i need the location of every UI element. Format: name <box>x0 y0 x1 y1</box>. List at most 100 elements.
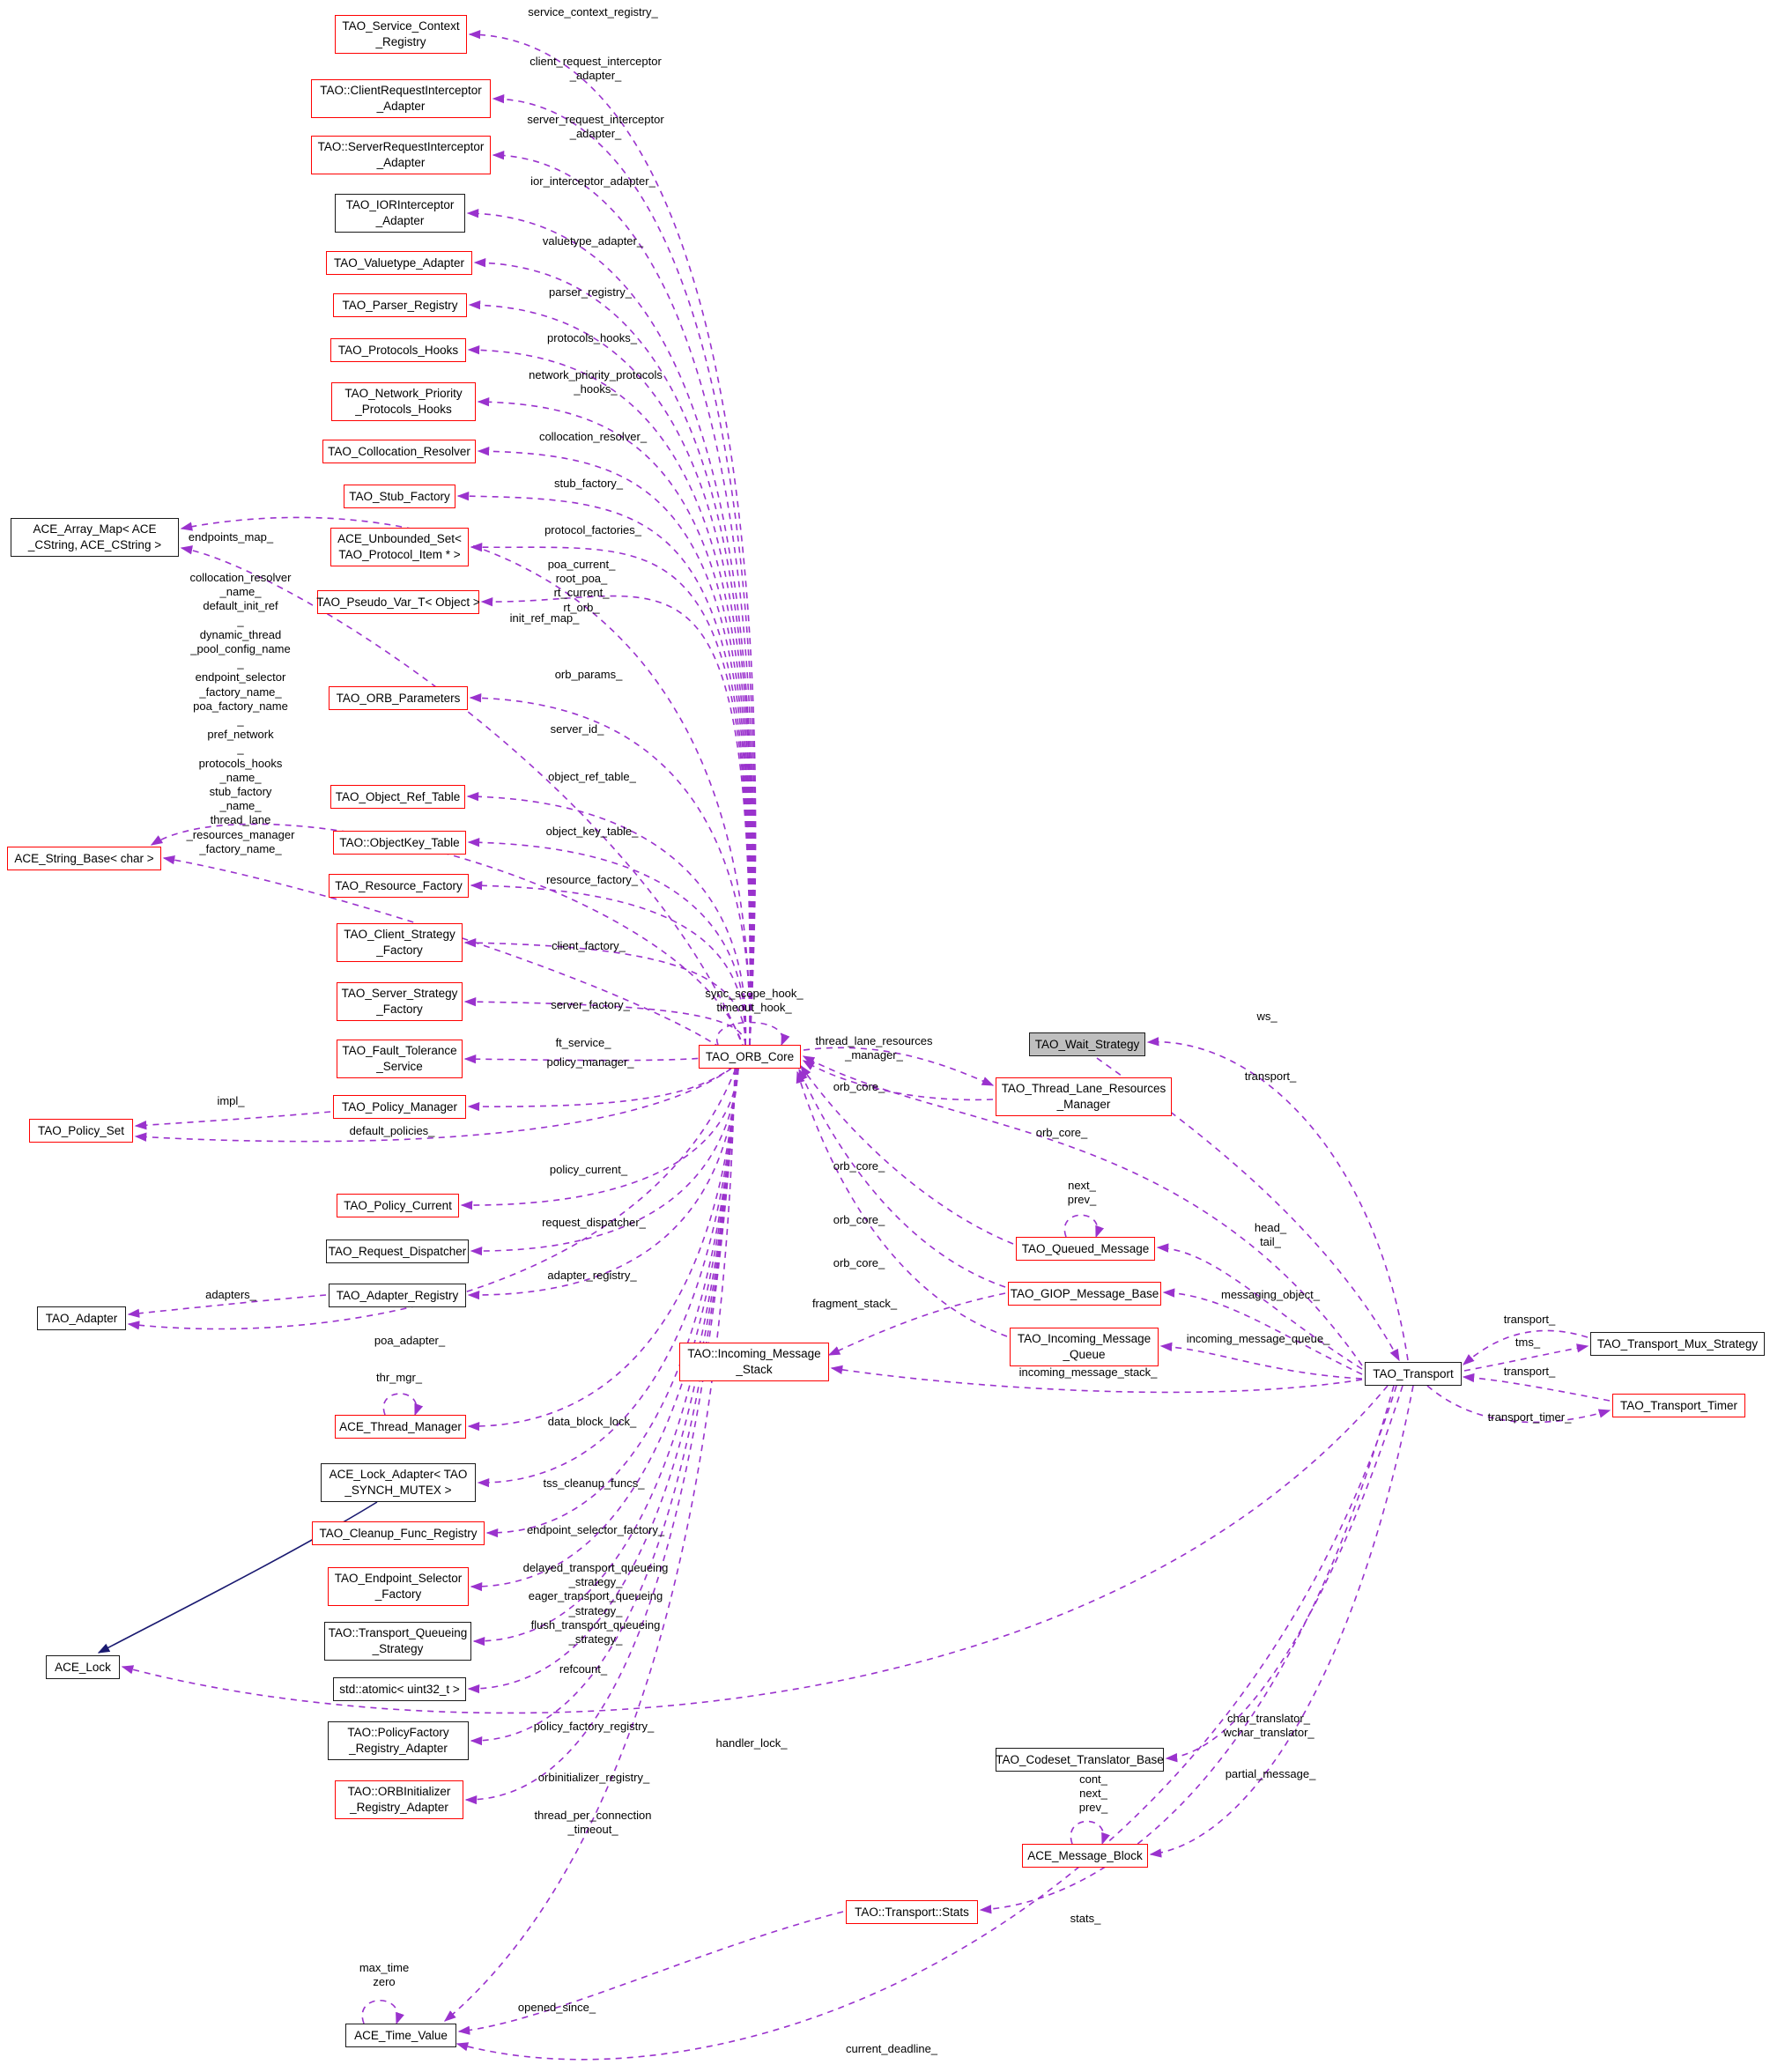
class-node-lock-adapter[interactable]: ACE_Lock_Adapter< TAO_SYNCH_MUTEX > <box>321 1463 476 1502</box>
edge-label: server_request_interceptor_adapter_ <box>527 113 664 141</box>
class-node-pseudo-var[interactable]: TAO_Pseudo_Var_T< Object > <box>316 590 480 614</box>
edge-label: adapters_ <box>205 1288 256 1301</box>
edge-label: fragment_stack_ <box>811 1297 898 1310</box>
class-node-cleanup-func-registry[interactable]: TAO_Cleanup_Func_Registry <box>312 1521 485 1545</box>
class-node-label: TAO_Policy_Manager <box>341 1099 458 1114</box>
member-edge <box>979 1385 1395 1914</box>
class-node-label: TAO_Policy_Current <box>344 1198 452 1212</box>
class-node-client-strategy-factory[interactable]: TAO_Client_Strategy_Factory <box>337 923 463 962</box>
class-node-endpoint-selector-factory[interactable]: TAO_Endpoint_Selector_Factory <box>328 1567 469 1606</box>
member-edge <box>180 516 751 1046</box>
class-node-thread-manager[interactable]: ACE_Thread_Manager <box>335 1415 466 1439</box>
edge-label: data_block_lock_ <box>547 1415 637 1428</box>
class-node-giop-message-base[interactable]: TAO_GIOP_Message_Base <box>1008 1282 1161 1306</box>
class-node-label: TAO::Transport::Stats <box>855 1905 969 1919</box>
class-node-ace-lock[interactable]: ACE_Lock <box>46 1655 120 1679</box>
member-edge <box>477 397 752 1046</box>
class-node-server-request-interceptor-adapter[interactable]: TAO::ServerRequestInterceptor_Adapter <box>311 136 491 174</box>
edge-label: service_context_registry_ <box>528 5 658 18</box>
class-node-policy-set[interactable]: TAO_Policy_Set <box>29 1119 133 1143</box>
class-node-unbounded-set[interactable]: ACE_Unbounded_Set<TAO_Protocol_Item * > <box>330 528 469 566</box>
class-node-transport-mux-strategy[interactable]: TAO_Transport_Mux_Strategy <box>1590 1332 1765 1356</box>
class-node-client-request-interceptor-adapter[interactable]: TAO::ClientRequestInterceptor_Adapter <box>311 79 491 118</box>
class-node-server-strategy-factory[interactable]: TAO_Server_Strategy_Factory <box>337 982 463 1021</box>
edge-label: resource_factory_ <box>545 873 639 886</box>
edge-label: poa_adapter_ <box>374 1334 446 1347</box>
class-node-request-dispatcher[interactable]: TAO_Request_Dispatcher <box>326 1240 469 1263</box>
class-node-orb-core[interactable]: TAO_ORB_Core <box>699 1045 801 1069</box>
member-edge <box>470 1068 737 1746</box>
edge-label: client_factory_ <box>552 939 626 952</box>
class-node-label: _Queue <box>1063 1348 1106 1361</box>
member-edge <box>443 1068 736 2022</box>
member-edge <box>830 1365 1363 1394</box>
class-node-label: TAO_Adapter <box>45 1311 118 1325</box>
edge-label: incoming_message_queue_ <box>1186 1332 1330 1345</box>
edge-label: endpoint_selector_factory_ <box>526 1523 665 1536</box>
edge-label: orb_core_ <box>1035 1126 1088 1139</box>
member-edge <box>492 151 755 1046</box>
class-node-thread-lane-resources-manager[interactable]: TAO_Thread_Lane_Resources_Manager <box>996 1077 1172 1116</box>
class-node-orbinitializer-registry-adapter[interactable]: TAO::ORBInitializer_Registry_Adapter <box>335 1780 463 1819</box>
class-node-label: TAO::ORBInitializer <box>347 1785 451 1798</box>
member-edge <box>1463 1343 1589 1372</box>
class-node-collocation-resolver[interactable]: TAO_Collocation_Resolver <box>322 440 476 463</box>
class-node-ace-message-block[interactable]: ACE_Message_Block <box>1022 1844 1148 1868</box>
class-node-orb-parameters[interactable]: TAO_ORB_Parameters <box>329 686 468 710</box>
class-node-transport-stats[interactable]: TAO::Transport::Stats <box>846 1900 978 1924</box>
class-node-label: ACE_Message_Block <box>1027 1848 1143 1862</box>
class-node-std-atomic[interactable]: std::atomic< uint32_t > <box>333 1677 466 1701</box>
class-node-object-ref-table[interactable]: TAO_Object_Ref_Table <box>330 785 465 809</box>
class-node-queued-message[interactable]: TAO_Queued_Message <box>1016 1237 1155 1261</box>
member-edge <box>485 1068 737 1538</box>
class-node-parser-registry[interactable]: TAO_Parser_Registry <box>333 293 467 317</box>
class-node-incoming-message-queue[interactable]: TAO_Incoming_Message_Queue <box>1010 1328 1159 1366</box>
member-edge <box>127 1068 737 1330</box>
class-node-svc-ctx-registry[interactable]: TAO_Service_Context_Registry <box>335 15 467 54</box>
edge-label: default_policies_ <box>349 1124 435 1137</box>
class-node-label: TAO_GIOP_Message_Base <box>1010 1286 1159 1300</box>
edge-label: stub_factory_ <box>553 477 624 490</box>
class-node-label: TAO_Service_Context <box>342 19 460 33</box>
edge-label: orb_core_ <box>833 1256 885 1269</box>
class-node-objectkey-table[interactable]: TAO::ObjectKey_Table <box>333 831 466 855</box>
class-node-label: _Adapter <box>375 214 425 227</box>
class-node-label: _Protocols_Hooks <box>355 403 452 416</box>
member-edge <box>455 1385 1397 2061</box>
class-node-ace-string-base[interactable]: ACE_String_Base< char > <box>7 847 161 870</box>
class-node-label: ACE_Lock <box>55 1660 111 1674</box>
class-node-fault-tolerance-service[interactable]: TAO_Fault_Tolerance_Service <box>337 1040 463 1078</box>
class-node-label: std::atomic< uint32_t > <box>339 1682 460 1696</box>
class-node-transport[interactable]: TAO_Transport <box>1365 1362 1462 1386</box>
edge-label: collocation_resolver_ <box>538 430 648 443</box>
class-node-wait-strategy[interactable]: TAO_Wait_Strategy <box>1029 1032 1145 1056</box>
class-node-incoming-message-stack[interactable]: TAO::Incoming_Message_Stack <box>679 1343 829 1381</box>
class-node-label: _CString, ACE_CString > <box>27 538 162 551</box>
class-node-label: _Registry_Adapter <box>350 1801 448 1814</box>
class-node-ace-time-value[interactable]: ACE_Time_Value <box>345 2024 456 2047</box>
class-node-valuetype-adapter[interactable]: TAO_Valuetype_Adapter <box>326 251 472 275</box>
class-node-stub-factory[interactable]: TAO_Stub_Factory <box>344 485 455 508</box>
class-node-ior-interceptor-adapter[interactable]: TAO_IORInterceptor_Adapter <box>335 194 465 233</box>
edge-label: messaging_object_ <box>1220 1288 1321 1301</box>
class-node-label: TAO_Client_Strategy <box>344 928 455 941</box>
class-node-protocols-hooks[interactable]: TAO_Protocols_Hooks <box>330 338 466 362</box>
class-node-label: TAO_Server_Strategy <box>341 987 458 1000</box>
member-edge <box>492 94 756 1046</box>
class-node-policy-manager[interactable]: TAO_Policy_Manager <box>333 1095 466 1119</box>
class-node-transport-queueing-strategy[interactable]: TAO::Transport_Queueing_Strategy <box>324 1622 471 1661</box>
class-node-ace-array-map[interactable]: ACE_Array_Map< ACE_CString, ACE_CString … <box>11 518 179 557</box>
member-edge <box>150 823 745 1051</box>
class-node-network-priority-protocols-hooks[interactable]: TAO_Network_Priority_Protocols_Hooks <box>331 382 476 421</box>
class-node-adapter-registry[interactable]: TAO_Adapter_Registry <box>329 1284 466 1307</box>
class-node-codeset-translator-base[interactable]: TAO_Codeset_Translator_Base <box>996 1748 1164 1772</box>
class-node-policyfactory-registry-adapter[interactable]: TAO::PolicyFactory_Registry_Adapter <box>328 1721 469 1760</box>
class-node-tao-adapter[interactable]: TAO_Adapter <box>37 1306 126 1330</box>
class-node-transport-timer[interactable]: TAO_Transport_Timer <box>1612 1394 1745 1417</box>
class-node-resource-factory[interactable]: TAO_Resource_Factory <box>329 874 469 898</box>
member-edge <box>796 1070 1008 1337</box>
edge-label: orbinitializer_registry_ <box>537 1771 650 1784</box>
edge-label: poa_current_root_poa_rt_current_rt_orb_ <box>547 558 616 614</box>
class-node-label: _Service <box>376 1060 423 1073</box>
class-node-policy-current[interactable]: TAO_Policy_Current <box>337 1194 459 1217</box>
